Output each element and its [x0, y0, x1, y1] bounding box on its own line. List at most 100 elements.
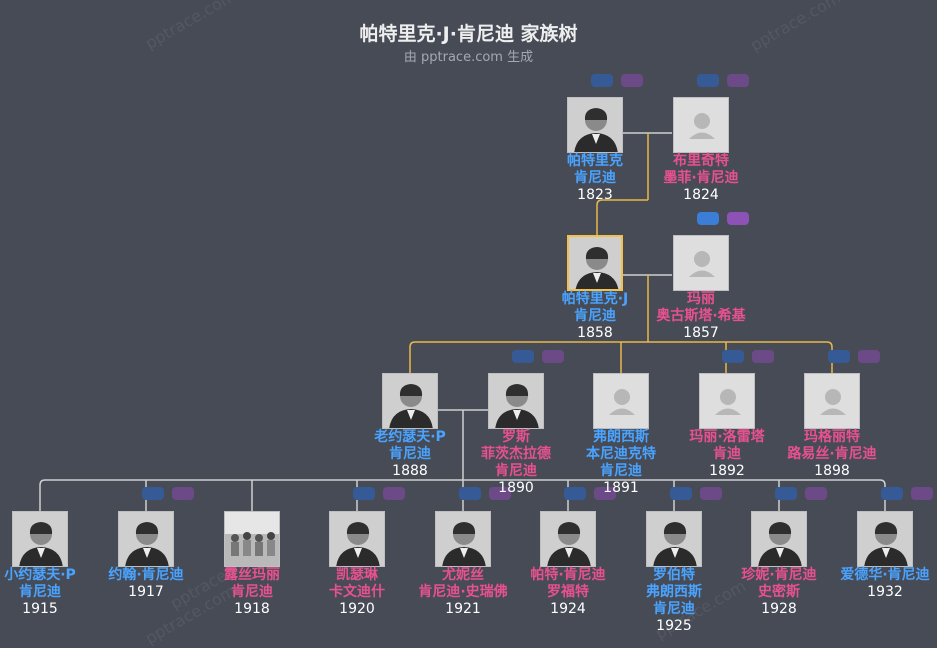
person-name-line: 弗朗西斯: [646, 584, 702, 600]
person-birth-year: 1928: [761, 601, 797, 617]
person-name: 罗斯菲茨杰拉德肯尼迪: [436, 429, 596, 480]
expand-spouse-button[interactable]: [670, 487, 692, 500]
person-photo[interactable]: [435, 511, 491, 567]
group-photo-icon: [225, 512, 279, 566]
person-name-line: 肯尼迪: [495, 463, 537, 479]
person-photo[interactable]: [12, 511, 68, 567]
person-photo[interactable]: [804, 373, 860, 429]
avatar-placeholder-icon: [805, 374, 859, 428]
person-name-line: 路易丝·肯尼迪: [787, 446, 877, 462]
person-name-line: 尤妮丝: [442, 567, 484, 583]
expand-mother-button[interactable]: [858, 350, 880, 363]
person-birth-year: 1915: [22, 601, 58, 617]
person-birth-year: 1917: [128, 584, 164, 600]
expand-spouse-button[interactable]: [775, 487, 797, 500]
person-birth-year: 1823: [577, 187, 613, 203]
person-name-line: 罗斯: [502, 429, 530, 445]
person-name-line: 罗伯特: [653, 567, 695, 583]
portrait-photo-icon: [489, 374, 543, 428]
person-name-line: 玛丽·洛雷塔: [689, 429, 765, 445]
person-photo[interactable]: [118, 511, 174, 567]
person-photo[interactable]: [593, 373, 649, 429]
expand-mother-button[interactable]: [621, 74, 643, 87]
person-photo[interactable]: [673, 97, 729, 153]
person-name-line: 肯尼迪: [231, 584, 273, 600]
expand-father-button[interactable]: [828, 350, 850, 363]
person-photo[interactable]: [540, 511, 596, 567]
person-name-line: 奥古斯塔·希基: [656, 308, 746, 324]
expand-mother-button[interactable]: [727, 74, 749, 87]
expand-mother-button[interactable]: [542, 350, 564, 363]
person-name: 帕特里克肯尼迪: [515, 153, 675, 187]
expand-children-button[interactable]: [594, 487, 616, 500]
person-photo[interactable]: [673, 235, 729, 291]
person-name-line: 布里奇特: [673, 153, 729, 169]
person-name-line: 弗朗西斯: [593, 429, 649, 445]
person-photo[interactable]: [699, 373, 755, 429]
portrait-photo-icon: [436, 512, 490, 566]
expand-father-button[interactable]: [512, 350, 534, 363]
expand-spouse-button[interactable]: [142, 487, 164, 500]
person-birth-year: 1858: [577, 325, 613, 341]
person-name-line: 老约瑟夫·P: [374, 429, 446, 445]
person-name-line: 帕特里克: [567, 153, 623, 169]
person-name-line: 罗福特: [547, 584, 589, 600]
person-name: 弗朗西斯本尼迪克特肯尼迪: [541, 429, 701, 480]
person-name-line: 约翰·肯尼迪: [108, 567, 184, 583]
expand-children-button[interactable]: [805, 487, 827, 500]
avatar-placeholder-icon: [674, 98, 728, 152]
person-birth-year: 1891: [603, 480, 639, 496]
expand-spouse-button[interactable]: [353, 487, 375, 500]
person-name-line: 爱德华·肯尼迪: [840, 567, 930, 583]
portrait-photo-icon: [383, 374, 437, 428]
expand-father-button[interactable]: [697, 74, 719, 87]
expand-father-button[interactable]: [591, 74, 613, 87]
expand-children-button[interactable]: [489, 487, 511, 500]
person-photo[interactable]: [857, 511, 913, 567]
portrait-photo-icon: [647, 512, 701, 566]
person-photo[interactable]: [751, 511, 807, 567]
person-photo[interactable]: [382, 373, 438, 429]
person-photo[interactable]: [329, 511, 385, 567]
page-subtitle: 由 pptrace.com 生成: [403, 50, 534, 65]
person-photo[interactable]: [224, 511, 280, 567]
avatar-placeholder-icon: [594, 374, 648, 428]
expand-mother-button[interactable]: [752, 350, 774, 363]
expand-spouse-button[interactable]: [564, 487, 586, 500]
person-name-line: 菲茨杰拉德: [481, 446, 551, 462]
person-birth-year: 1920: [339, 601, 375, 617]
portrait-photo-icon: [568, 98, 622, 152]
expand-spouse-button[interactable]: [459, 487, 481, 500]
expand-children-button[interactable]: [911, 487, 933, 500]
person-name: 爱德华·肯尼迪: [805, 567, 937, 584]
expand-spouse-button[interactable]: [881, 487, 903, 500]
expand-father-button[interactable]: [722, 350, 744, 363]
person-birth-year: 1898: [814, 463, 850, 479]
expand-children-button[interactable]: [700, 487, 722, 500]
person-photo[interactable]: [567, 235, 623, 291]
person-name: 约翰·肯尼迪: [66, 567, 226, 584]
avatar-placeholder-icon: [700, 374, 754, 428]
expand-mother-button[interactable]: [727, 212, 749, 225]
person-name-line: 墨菲·肯尼迪: [663, 170, 739, 186]
expand-father-button[interactable]: [697, 212, 719, 225]
expand-children-button[interactable]: [383, 487, 405, 500]
person-birth-year: 1918: [234, 601, 270, 617]
person-name-line: 肯尼迪: [389, 446, 431, 462]
person-photo[interactable]: [567, 97, 623, 153]
portrait-photo-icon: [752, 512, 806, 566]
person-name: 玛丽·洛雷塔肯迪: [647, 429, 807, 463]
person-birth-year: 1824: [683, 187, 719, 203]
person-photo[interactable]: [488, 373, 544, 429]
portrait-photo-icon: [569, 237, 621, 289]
person-birth-year: 1857: [683, 325, 719, 341]
person-name: 露丝玛丽肯尼迪: [172, 567, 332, 601]
person-birth-year: 1888: [392, 463, 428, 479]
person-name-line: 凯瑟琳: [336, 567, 378, 583]
person-birth-year: 1932: [867, 584, 903, 600]
expand-children-button[interactable]: [172, 487, 194, 500]
person-photo[interactable]: [646, 511, 702, 567]
person-name-line: 史密斯: [758, 584, 800, 600]
